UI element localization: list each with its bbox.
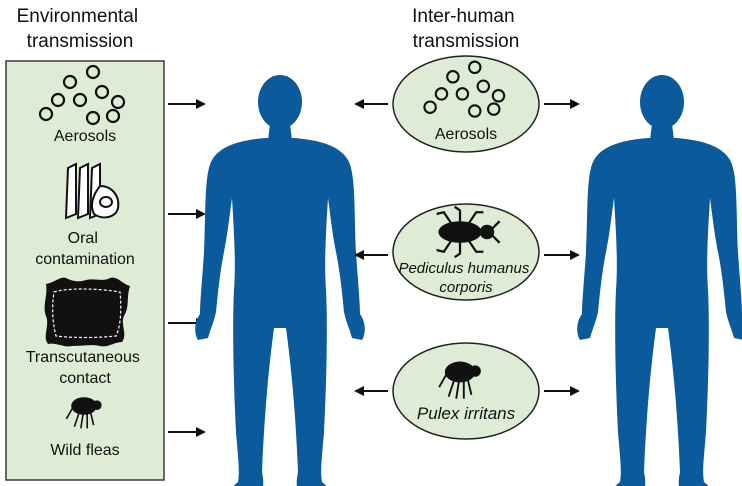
meat-cuts-icon	[64, 162, 120, 220]
human-figure-right	[577, 75, 742, 486]
environmental-header-line1: Environmental	[17, 6, 138, 27]
env-transcutaneous-label: Transcutaneous contact	[26, 349, 145, 387]
inter-louse-label: Pediculus humanus corporis	[398, 260, 533, 296]
environmental-panel	[5, 60, 165, 481]
env-wild-fleas-label: Wild fleas	[50, 442, 119, 459]
inter-louse-line2: corporis	[439, 279, 493, 296]
inter-louse-ellipse	[392, 203, 540, 301]
inter-aerosols-ellipse	[392, 55, 540, 153]
env-oral-line1: Oral	[68, 230, 98, 247]
human-figure-left	[195, 75, 365, 486]
inter-human-header-line1: Inter-human	[412, 6, 514, 27]
env-transcutaneous-line1: Transcutaneous	[26, 349, 140, 366]
environmental-header-line2: transmission	[27, 31, 134, 52]
animal-hide-icon	[44, 277, 130, 347]
inter-aerosols-label: Aerosols	[435, 126, 497, 143]
inter-pulex-label: Pulex irritans	[417, 404, 516, 423]
environmental-header: Environmental transmission	[17, 6, 144, 52]
env-oral-line2: contamination	[35, 251, 135, 268]
env-transcutaneous-line2: contact	[59, 370, 111, 387]
env-oral-contamination-label: Oral contamination	[35, 230, 135, 268]
inter-flea-ellipse	[392, 342, 540, 440]
inter-human-header-line2: transmission	[413, 31, 520, 52]
env-aerosols-label: Aerosols	[54, 128, 116, 145]
inter-louse-line1: Pediculus humanus	[398, 260, 529, 277]
inter-human-header: Inter-human transmission	[412, 6, 520, 52]
